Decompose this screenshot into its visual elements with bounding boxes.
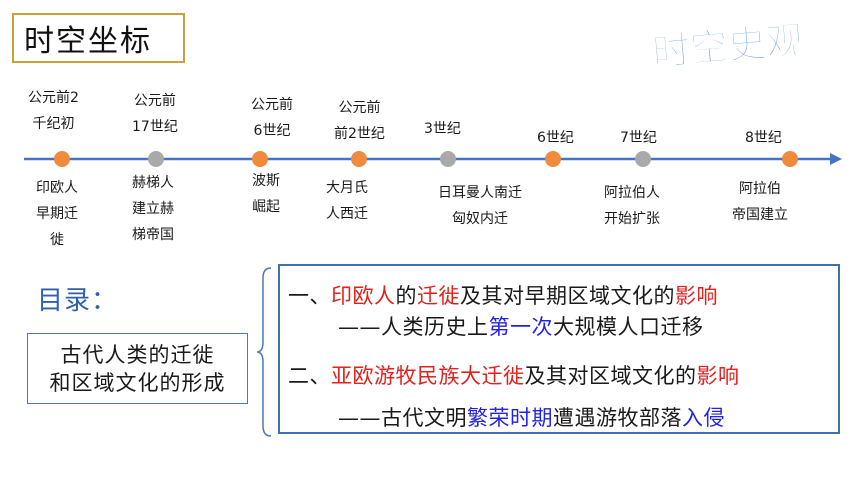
timeline-arrow: [830, 153, 842, 165]
timeline-desc: 大月氏人西迁: [326, 180, 368, 222]
logo-badge: 时空史观: [650, 17, 806, 75]
title-box: 时空坐标: [12, 13, 185, 63]
timeline-dot: [440, 151, 456, 167]
timeline-desc: 印欧人早期迁徙: [36, 180, 78, 248]
timeline-dot: [252, 151, 268, 167]
timeline-era: 3世纪: [424, 121, 461, 137]
timeline-dot: [545, 151, 561, 167]
timeline-era: 8世纪: [745, 130, 782, 146]
menu-item-2-subtitle: ——古代文明繁荣时期遭遇游牧部落入侵: [338, 406, 725, 430]
timeline-desc: 日耳曼人南迁匈奴内迁: [438, 185, 522, 227]
timeline-dot: [635, 151, 651, 167]
timeline-era: 7世纪: [620, 130, 657, 146]
page-title: 时空坐标: [24, 24, 152, 59]
bracket-connector: [256, 267, 272, 437]
timeline-dot: [54, 151, 70, 167]
menu-item-1-subtitle: ——人类历史上第一次大规模人口迁移: [338, 315, 704, 339]
topic-line: 古代人类的迁徙: [60, 342, 215, 367]
timeline-desc: 阿拉伯人开始扩张: [604, 185, 660, 227]
timeline-dot: [148, 151, 164, 167]
timeline-desc: 阿拉伯帝国建立: [732, 181, 788, 223]
menu-item-2[interactable]: 二、亚欧游牧民族大迁徙及其对区域文化的影响: [288, 364, 740, 388]
timeline-desc: 赫梯人建立赫梯帝国: [132, 175, 174, 243]
timeline-dot: [351, 151, 367, 167]
timeline-desc: 波斯崛起: [252, 173, 280, 215]
timeline-era: 6世纪: [537, 130, 574, 146]
timeline-era: 公元前前2世纪: [334, 100, 385, 142]
menu-label: 目录：: [37, 286, 119, 316]
content-box: 一、印欧人的迁徙及其对早期区域文化的影响 ——人类历史上第一次大规模人口迁移 二…: [278, 264, 840, 434]
topic-line: 和区域文化的形成: [49, 370, 226, 395]
timeline-dot: [782, 151, 798, 167]
menu-item-1[interactable]: 一、印欧人的迁徙及其对早期区域文化的影响: [288, 284, 718, 308]
topic-box: 古代人类的迁徙 和区域文化的形成: [27, 333, 248, 404]
